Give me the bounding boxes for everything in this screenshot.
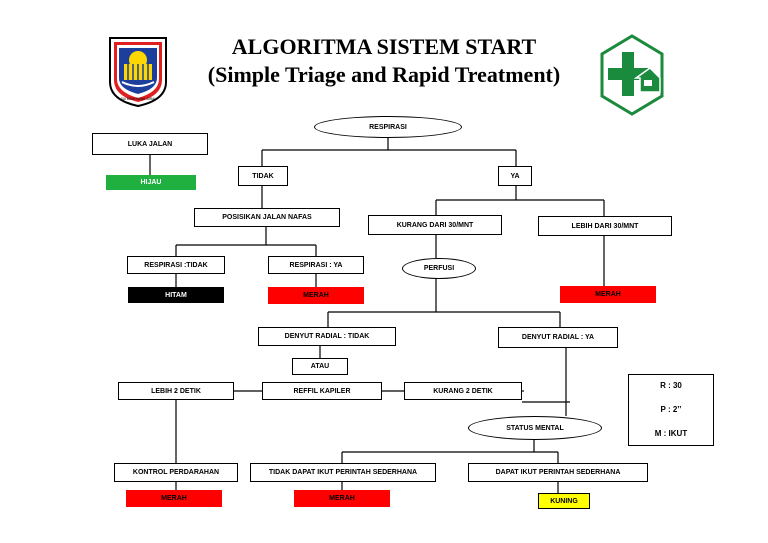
node-kurang-30: KURANG DARI 30/MNT [368,215,502,235]
tag-merah-2: MERAH [560,286,656,303]
tag-hijau: HIJAU [106,175,196,190]
node-posisikan-jalan-nafas: POSISIKAN JALAN NAFAS [194,208,340,227]
node-denyut-radial-ya: DENYUT RADIAL : YA [498,327,618,348]
node-lebih-2-detik: LEBIH 2 DETIK [118,382,234,400]
legend-rpm: R : 30 P : 2’’ M : IKUT [628,374,714,446]
node-tidak-dapat-ikut-perintah: TIDAK DAPAT IKUT PERINTAH SEDERHANA [250,463,436,482]
node-respirasi: RESPIRASI [314,116,462,138]
tag-merah-4: MERAH [294,490,390,507]
legend-m: M : IKUT [654,429,688,438]
node-status-mental: STATUS MENTAL [468,416,602,440]
logo-motto: SAI BUMI RUWA JURAI [121,97,156,101]
legend-r: R : 30 [660,381,682,390]
tag-merah-1: MERAH [268,287,364,304]
legend-p: P : 2’’ [660,405,682,414]
node-perfusi: PERFUSI [402,258,476,279]
node-kontrol-perdarahan: KONTROL PERDARAHAN [114,463,238,482]
node-luka-jalan: LUKA JALAN [92,133,208,155]
node-reffil-kapiler: REFFIL KAPILER [262,382,382,400]
node-tidak: TIDAK [238,166,288,186]
node-kurang-2-detik: KURANG 2 DETIK [404,382,522,400]
node-lebih-30: LEBIH DARI 30/MNT [538,216,672,236]
title-line-1: ALGORITMA SISTEM START [231,34,537,59]
province-logo: SAI BUMI RUWA JURAI [106,34,170,108]
tag-hitam: HITAM [128,287,224,303]
node-ya: YA [498,166,532,186]
node-dapat-ikut-perintah: DAPAT IKUT PERINTAH SEDERHANA [468,463,648,482]
ministry-health-logo [600,34,664,116]
tag-merah-3: MERAH [126,490,222,507]
node-respirasi-ya: RESPIRASI : YA [268,256,364,274]
title-line-2: (Simple Triage and Rapid Treatment) [207,62,561,87]
tag-kuning: KUNING [538,493,590,509]
node-respirasi-tidak: RESPIRASI :TIDAK [127,256,225,274]
node-denyut-radial-tidak: DENYUT RADIAL : TIDAK [258,327,396,346]
node-atau: ATAU [292,358,348,375]
